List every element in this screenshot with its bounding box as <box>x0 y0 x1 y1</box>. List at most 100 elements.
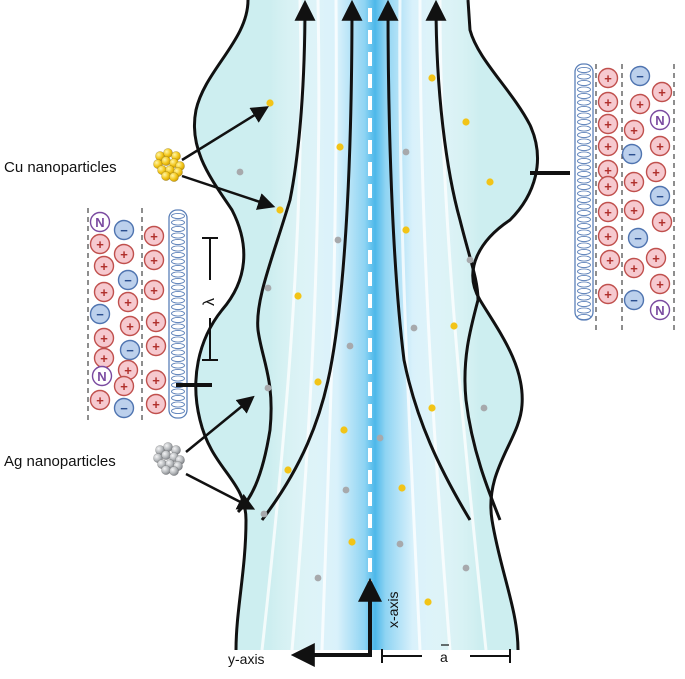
ion-symbol: + <box>150 253 158 268</box>
right-edl-panel: +−++++N+++−++++−+++−++++++−N <box>574 63 675 330</box>
ag-pointer-upper <box>185 395 255 453</box>
electrode-segment <box>577 268 591 275</box>
ion-symbol: − <box>120 401 128 416</box>
anion-icon <box>649 185 671 207</box>
electrode-segment <box>171 310 185 317</box>
electrode-segment <box>577 144 591 152</box>
cu-pointer-upper <box>181 106 269 162</box>
ion-symbol: + <box>604 205 612 220</box>
particles-layer <box>236 74 494 606</box>
electrode-segment <box>577 261 591 269</box>
cation-icon <box>143 249 165 271</box>
ion-symbol: + <box>96 393 104 408</box>
electrode-segment <box>577 157 591 165</box>
electrode-segment <box>577 229 591 236</box>
ion-symbol: + <box>630 261 638 276</box>
cu-particle <box>398 484 406 492</box>
ion-symbol: + <box>152 339 160 354</box>
ion-symbol: + <box>604 139 612 154</box>
ag-particle <box>402 148 410 156</box>
ion-symbol: + <box>126 319 134 334</box>
cation-icon <box>645 247 667 269</box>
electrode-segment <box>171 375 185 382</box>
cation-icon <box>629 93 651 115</box>
anion-icon <box>113 219 135 241</box>
electrode-segment <box>577 105 591 113</box>
cation-icon <box>597 113 619 135</box>
electrode-segment <box>577 209 591 217</box>
cation-icon <box>599 249 621 271</box>
ion-symbol: N <box>97 369 106 384</box>
electrode-segment <box>577 164 591 171</box>
cation-icon <box>623 257 645 279</box>
ion-symbol: − <box>126 343 134 358</box>
right-wall <box>466 0 539 651</box>
streamline-left-outer <box>236 0 316 514</box>
ion-symbol: − <box>124 273 132 288</box>
ion-symbol: + <box>100 331 108 346</box>
electrode-segment <box>577 73 591 80</box>
electrode-segment <box>171 362 185 369</box>
electrode-segment <box>171 212 185 220</box>
ion-symbol: + <box>606 253 614 268</box>
cu-particle <box>336 143 344 151</box>
ag-particle <box>334 236 342 244</box>
electrode-segment <box>577 242 591 249</box>
anion-icon <box>89 303 111 325</box>
electrode-segment <box>577 196 591 204</box>
ion-symbol: + <box>100 259 108 274</box>
ag-particle <box>376 434 384 442</box>
cu-particle <box>428 74 436 82</box>
ag-nanoparticles-label: Ag nanoparticles <box>4 453 116 470</box>
cation-icon <box>623 199 645 221</box>
cation-icon <box>93 281 115 303</box>
electrode-segment <box>171 232 185 239</box>
cu-particle <box>266 99 274 107</box>
white-streaks <box>260 0 488 651</box>
electrode-segment <box>171 225 185 233</box>
cation-icon <box>119 315 141 337</box>
cu-particle <box>402 226 410 234</box>
ion-symbol: + <box>652 165 660 180</box>
electrode-segment <box>171 290 185 298</box>
electrode-segment <box>577 235 591 243</box>
ag-pointer-lower <box>185 472 256 510</box>
electrode-segment <box>171 219 185 226</box>
cation-icon <box>93 255 115 277</box>
ion-symbol: + <box>658 85 666 100</box>
cu-particle <box>486 178 494 186</box>
ion-symbol: + <box>604 287 612 302</box>
electrode-segment <box>171 258 185 265</box>
anion-icon <box>119 339 141 361</box>
cation-icon <box>145 335 167 357</box>
cation-icon <box>597 91 619 113</box>
streamline-right-inner <box>377 0 472 521</box>
ag-particle <box>346 342 354 350</box>
ion-symbol: + <box>604 229 612 244</box>
electrode-segment <box>577 248 591 256</box>
cation-icon <box>117 291 139 313</box>
ag-particle <box>314 574 322 582</box>
half-width-marker <box>381 649 511 663</box>
cation-icon <box>145 369 167 391</box>
ion-symbol: + <box>120 379 128 394</box>
x-axis-label: x-axis <box>385 591 401 628</box>
cation-icon <box>89 389 111 411</box>
cu-pointer-lower <box>181 174 276 210</box>
electrode-segment <box>577 99 591 106</box>
ion-symbol: N <box>95 215 104 230</box>
cu-particle <box>276 206 284 214</box>
ion-symbol: + <box>124 363 132 378</box>
electrode-segment <box>577 138 591 145</box>
cluster-sphere <box>169 172 179 182</box>
cation-icon <box>623 171 645 193</box>
neutral-ion-icon <box>89 211 111 233</box>
ion-symbol: + <box>152 397 160 412</box>
ion-symbol: + <box>604 179 612 194</box>
ion-symbol: + <box>656 139 664 154</box>
electrode-segment <box>577 300 591 308</box>
cation-icon <box>651 81 673 103</box>
ion-symbol: + <box>152 373 160 388</box>
neutral-ion-icon <box>649 109 671 131</box>
